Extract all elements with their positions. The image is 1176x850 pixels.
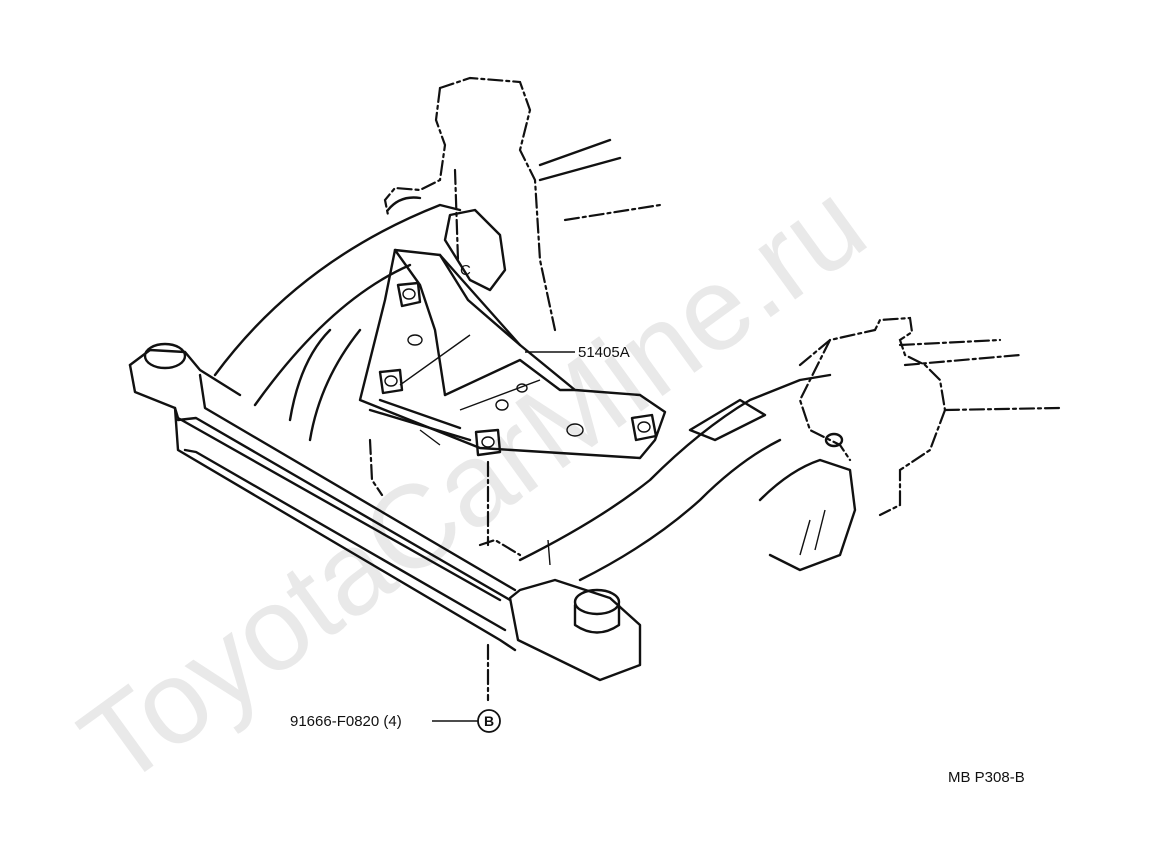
bolt-heads — [378, 281, 658, 457]
bolt-marker-letter: B — [484, 713, 494, 729]
bolt-part-number: 91666-F0820 (4) — [290, 713, 402, 730]
watermark: ToyotaCarMine.ru — [58, 157, 889, 811]
bolt-icon — [378, 368, 404, 395]
callout-bracket: 51405A — [525, 344, 630, 361]
bracket-c-mark: C — [460, 262, 471, 279]
bolt-icon — [474, 428, 502, 457]
bracket-part-number: 51405A — [578, 344, 630, 361]
bolt-marker-circle — [477, 709, 501, 733]
front-beam — [128, 342, 642, 682]
bolt-icon — [630, 413, 658, 442]
body-frame-outline — [383, 76, 1062, 517]
bolt-icon — [396, 281, 422, 308]
callout-bolt: 91666-F0820 (4) B — [290, 709, 501, 733]
page-code: MB P308-B — [948, 769, 1025, 786]
bracket-51405a: C — [358, 208, 667, 460]
